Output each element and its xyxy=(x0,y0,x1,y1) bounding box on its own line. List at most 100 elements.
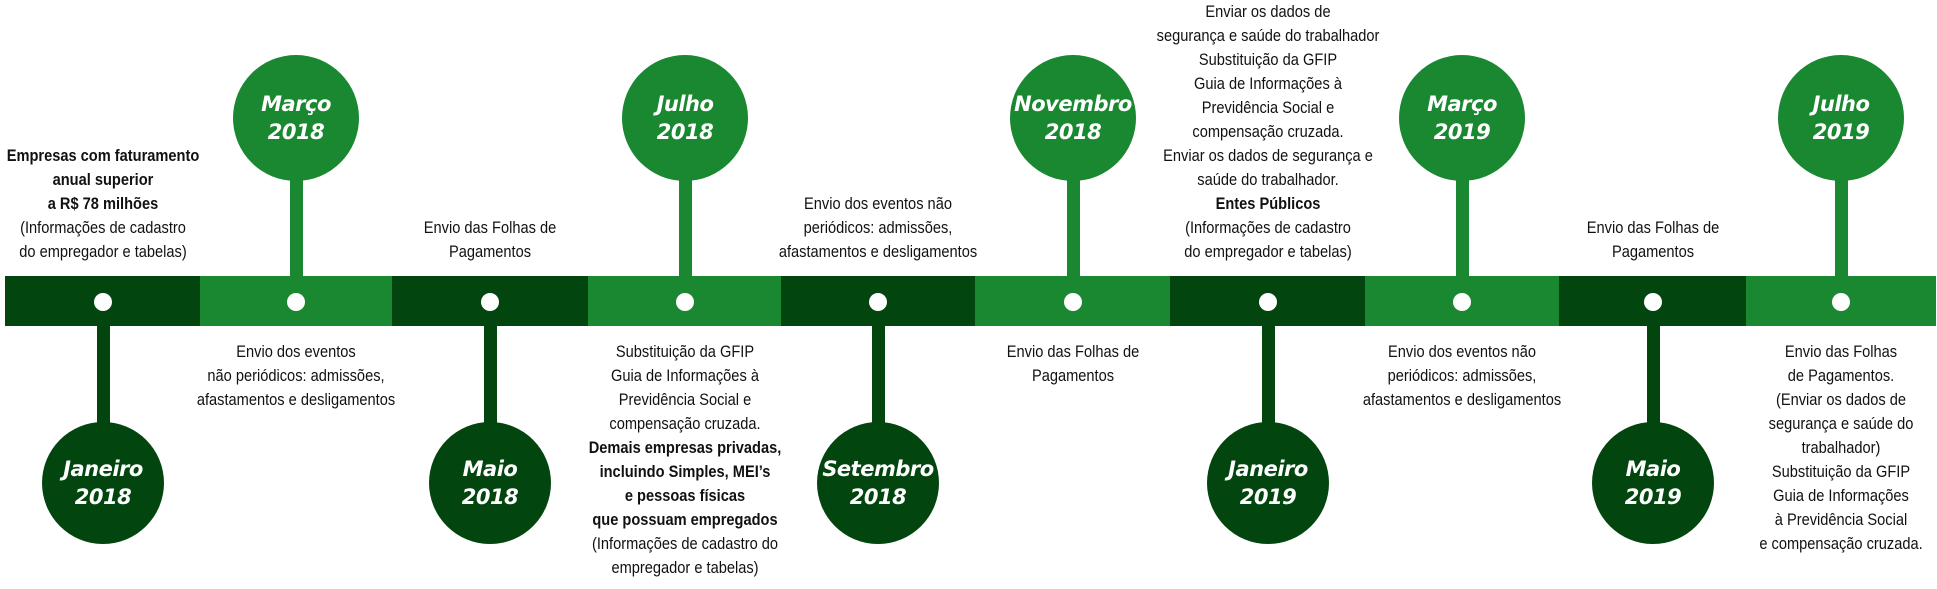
description-line: compensação cruzada. xyxy=(609,414,761,433)
timeline-dot-icon xyxy=(869,293,887,311)
milestone-year: 2019 xyxy=(1433,120,1491,144)
milestone-description: Envio dos eventos não periódicos: admissõ… xyxy=(762,192,994,264)
milestone-year: 2018 xyxy=(1044,120,1102,144)
description-line: empregador e tabelas) xyxy=(611,558,759,577)
timeline-dot-icon xyxy=(1259,293,1277,311)
description-line: Guia de Informações à xyxy=(611,366,759,385)
description-line: periódicos: admissões, xyxy=(1387,366,1537,385)
description-line: Enviar os dados de xyxy=(1205,2,1331,21)
description-line: Substituição da GFIP xyxy=(1198,50,1338,69)
description-line: afastamentos e desligamentos xyxy=(196,390,396,409)
milestone-date-badge: Março 2019 xyxy=(1399,55,1525,181)
milestone-year: 2018 xyxy=(461,485,519,509)
milestone-connector xyxy=(97,326,110,430)
description-line: Previdência Social e xyxy=(1201,98,1335,117)
timeline-dot-icon xyxy=(94,293,112,311)
milestone-year: 2018 xyxy=(267,120,325,144)
description-line: segurança e saúde do trabalhador xyxy=(1156,26,1380,45)
milestone-month: Janeiro xyxy=(63,457,143,481)
description-line: Pagamentos xyxy=(1611,242,1695,261)
milestone-description: Empresas com faturamento anual superior a … xyxy=(0,144,219,264)
milestone-date-badge: Julho 2019 xyxy=(1778,55,1904,181)
milestone-description: Envio das Folhas de Pagamentos xyxy=(1537,216,1769,264)
description-line: Empresas com faturamento xyxy=(6,146,200,165)
milestone-month: Setembro xyxy=(822,457,934,481)
description-line: à Previdência Social xyxy=(1774,510,1908,529)
description-line: Envio dos eventos xyxy=(236,342,356,361)
description-line: Entes Públicos xyxy=(1215,194,1321,213)
timeline-dot-icon xyxy=(1644,293,1662,311)
description-line: não periódicos: admissões, xyxy=(207,366,385,385)
milestone-date-badge: Maio 2019 xyxy=(1592,422,1714,544)
milestone-month: Maio xyxy=(1625,457,1681,481)
milestone-month: Novembro xyxy=(1014,92,1132,116)
milestone-year: 2018 xyxy=(849,485,907,509)
milestone-date-badge: Março 2018 xyxy=(233,55,359,181)
milestone-month: Janeiro xyxy=(1228,457,1308,481)
description-line: afastamentos e desligamentos xyxy=(778,242,978,261)
description-line: (Informações de cadastro do xyxy=(591,534,779,553)
description-line: Demais empresas privadas, xyxy=(588,438,782,457)
description-line: Envio das Folhas de xyxy=(1586,218,1720,237)
milestone-connector xyxy=(484,326,497,430)
description-line: Envio das Folhas de xyxy=(1006,342,1140,361)
description-line: (Informações de cadastro xyxy=(20,218,186,237)
milestone-date-badge: Janeiro 2019 xyxy=(1207,422,1329,544)
description-line: Guia de Informações xyxy=(1773,486,1909,505)
description-line: trabalhador) xyxy=(1801,438,1881,457)
description-line: que possuam empregados xyxy=(592,510,778,529)
description-line: Pagamentos xyxy=(1031,366,1115,385)
milestone-month: Julho xyxy=(1812,92,1870,116)
timeline-dot-icon xyxy=(287,293,305,311)
description-line: do empregador e tabelas) xyxy=(1184,242,1352,261)
description-line: e pessoas físicas xyxy=(624,486,746,505)
description-line: e compensação cruzada. xyxy=(1759,534,1923,553)
milestone-month: Março xyxy=(261,92,331,116)
milestone-year: 2019 xyxy=(1812,120,1870,144)
description-line: incluindo Simples, MEI’s xyxy=(599,462,771,481)
description-line: Previdência Social e xyxy=(618,390,752,409)
milestone-date-badge: Maio 2018 xyxy=(429,422,551,544)
description-line: (Enviar os dados de xyxy=(1775,390,1907,409)
timeline-dot-icon xyxy=(1453,293,1471,311)
milestone-year: 2019 xyxy=(1239,485,1297,509)
description-line: afastamentos e desligamentos xyxy=(1362,390,1562,409)
milestone-connector xyxy=(679,175,692,276)
milestone-description: Envio dos eventos não periódicos: admissõ… xyxy=(1346,340,1578,412)
milestone-date-badge: Janeiro 2018 xyxy=(42,422,164,544)
milestone-year: 2018 xyxy=(74,485,132,509)
milestone-description: Enviar os dados de segurança e saúde do t… xyxy=(1139,0,1397,264)
description-line: Pagamentos xyxy=(448,242,532,261)
timeline-dot-icon xyxy=(1832,293,1850,311)
timeline-dot-icon xyxy=(481,293,499,311)
milestone-month: Maio xyxy=(462,457,518,481)
milestone-connector xyxy=(1835,175,1848,276)
description-line: saúde do trabalhador. xyxy=(1197,170,1339,189)
milestone-month: Março xyxy=(1427,92,1497,116)
milestone-description: Envio dos eventos não periódicos: admissõ… xyxy=(180,340,412,412)
milestone-connector xyxy=(290,175,303,276)
description-line: Substituição da GFIP xyxy=(615,342,755,361)
timeline-dot-icon xyxy=(1064,293,1082,311)
description-line: Envio dos eventos não xyxy=(1388,342,1536,361)
milestone-connector xyxy=(872,326,885,430)
milestone-description: Substituição da GFIP Guia de Informações … xyxy=(569,340,801,580)
description-line: Substituição da GFIP xyxy=(1771,462,1911,481)
description-line: periódicos: admissões, xyxy=(803,218,953,237)
milestone-connector xyxy=(1262,326,1275,430)
milestone-connector xyxy=(1456,175,1469,276)
description-line: do empregador e tabelas) xyxy=(19,242,187,261)
description-line: Envio das Folhas xyxy=(1784,342,1898,361)
milestone-month: Julho xyxy=(656,92,714,116)
milestone-connector xyxy=(1647,326,1660,430)
milestone-connector xyxy=(1067,175,1080,276)
milestone-date-badge: Setembro 2018 xyxy=(817,422,939,544)
milestone-year: 2019 xyxy=(1624,485,1682,509)
milestone-date-badge: Novembro 2018 xyxy=(1010,55,1136,181)
description-line: a R$ 78 milhões xyxy=(47,194,159,213)
description-line: anual superior xyxy=(52,170,154,189)
description-line: Envio dos eventos não xyxy=(804,194,952,213)
